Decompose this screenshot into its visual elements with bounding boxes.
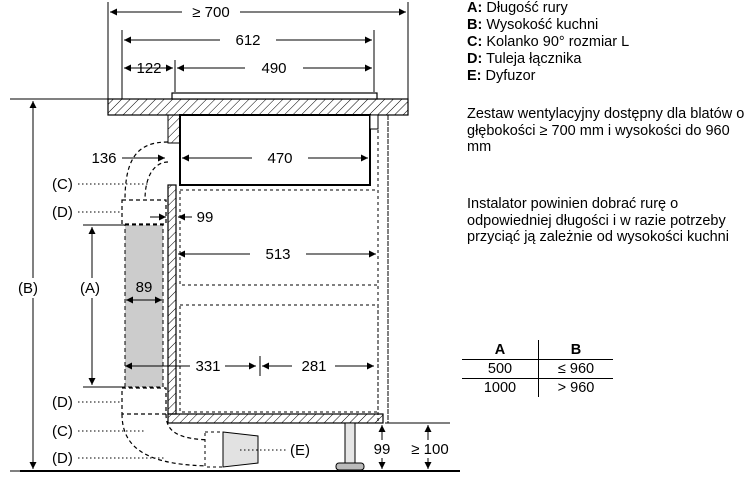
dim-100: ≥ 100 [411, 441, 448, 458]
legend-item-a: A: Długość rury [467, 0, 568, 16]
cabinet-leg [344, 422, 356, 464]
legend-item-d: D: Tuleja łącznika [467, 51, 582, 67]
label-c-bottom: (C) [52, 423, 73, 440]
table-header-a: A [462, 340, 539, 360]
legend: A: Długość rury B: Wysokość kuchni C: Ko… [467, 0, 629, 85]
hob-back-edge [369, 114, 379, 130]
hob-body [179, 114, 371, 186]
label-d-bottom: (D) [52, 450, 73, 467]
dim-490: 490 [261, 60, 286, 77]
hob-glass [171, 92, 378, 100]
dim-612: 612 [235, 32, 260, 49]
leg-foot [335, 462, 365, 471]
drawer-outlines [179, 114, 389, 424]
length-height-table: A B 500 ≤ 960 1000 > 960 [462, 340, 613, 397]
label-d-mid: (D) [52, 394, 73, 411]
dimension-arrows [29, 8, 432, 469]
dim-122: 122 [136, 60, 161, 77]
table-cell: > 960 [557, 380, 595, 396]
dim-99-bottom: 99 [374, 441, 391, 458]
dim-470: 470 [267, 150, 292, 167]
legend-item-b: B: Wysokość kuchni [467, 17, 599, 33]
table-row: 1000 > 960 [462, 378, 613, 397]
diffuser-collar [204, 431, 224, 468]
dim-99-top: 99 [197, 209, 214, 226]
extension-lines [10, 2, 450, 472]
cabinet-bottom [167, 413, 384, 424]
table-cell: 1000 [462, 378, 539, 397]
leader-lines [78, 183, 288, 459]
note-kit: Zestaw wentylacyjny dostępny dla blatów … [467, 106, 745, 155]
legend-item-c: C: Kolanko 90° rozmiar L [467, 34, 630, 50]
pipe-a [124, 224, 164, 388]
dim-513: 513 [265, 246, 290, 263]
dim-700: ≥ 700 [192, 4, 229, 21]
table-cell: ≤ 960 [538, 359, 613, 379]
table-cell: 500 [462, 359, 539, 379]
label-d-top: (D) [52, 204, 73, 221]
label-a: (A) [80, 280, 100, 297]
worktop [107, 98, 409, 116]
dim-281: 281 [301, 358, 326, 375]
label-e: (E) [290, 442, 310, 459]
front-panel [167, 114, 181, 144]
legend-item-e: E: Dyfuzor [467, 68, 536, 84]
label-b: (B) [18, 280, 38, 297]
note-installer: Instalator powinien dobrać rurę o odpowi… [467, 196, 729, 245]
cabinet-front-panel [167, 184, 177, 415]
table-header-b: B [538, 340, 613, 360]
label-c-top: (C) [52, 176, 73, 193]
table-row: 500 ≤ 960 [462, 359, 613, 379]
dim-89: 89 [136, 279, 153, 296]
dim-331: 331 [195, 358, 220, 375]
dim-136: 136 [91, 150, 116, 167]
